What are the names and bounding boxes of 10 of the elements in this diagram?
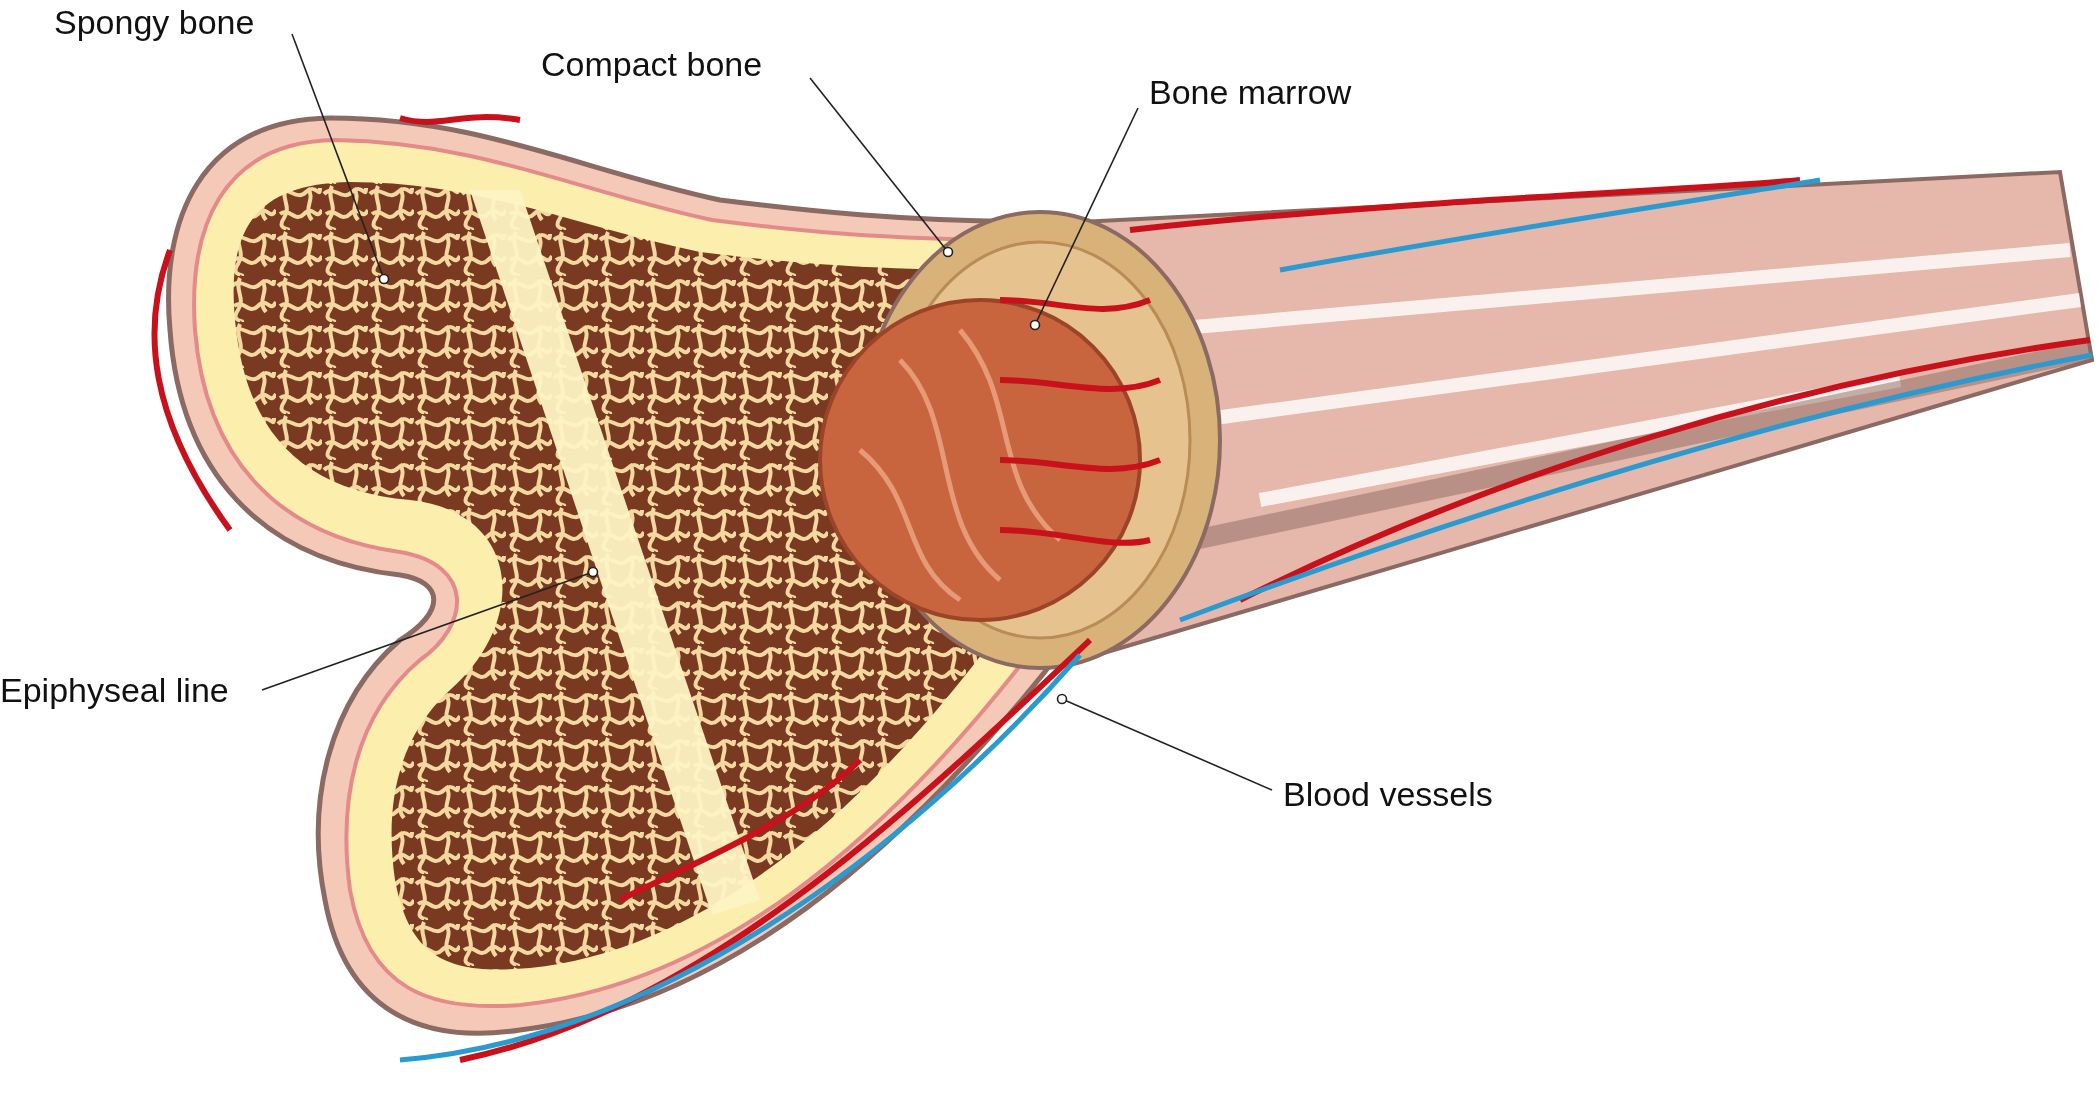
part-label: Compact bone: [541, 46, 763, 84]
leader-line: [1029, 107, 1139, 331]
part-label: Spongy bone: [54, 4, 255, 42]
leader-line: [261, 566, 599, 691]
leader-line: [291, 33, 390, 285]
leader-line: [1056, 693, 1273, 791]
part-label: Blood vessels: [1283, 776, 1493, 814]
leader-line: [809, 77, 954, 258]
part-label: Bone marrow: [1149, 74, 1352, 112]
part-label: Epiphyseal line: [0, 672, 229, 710]
